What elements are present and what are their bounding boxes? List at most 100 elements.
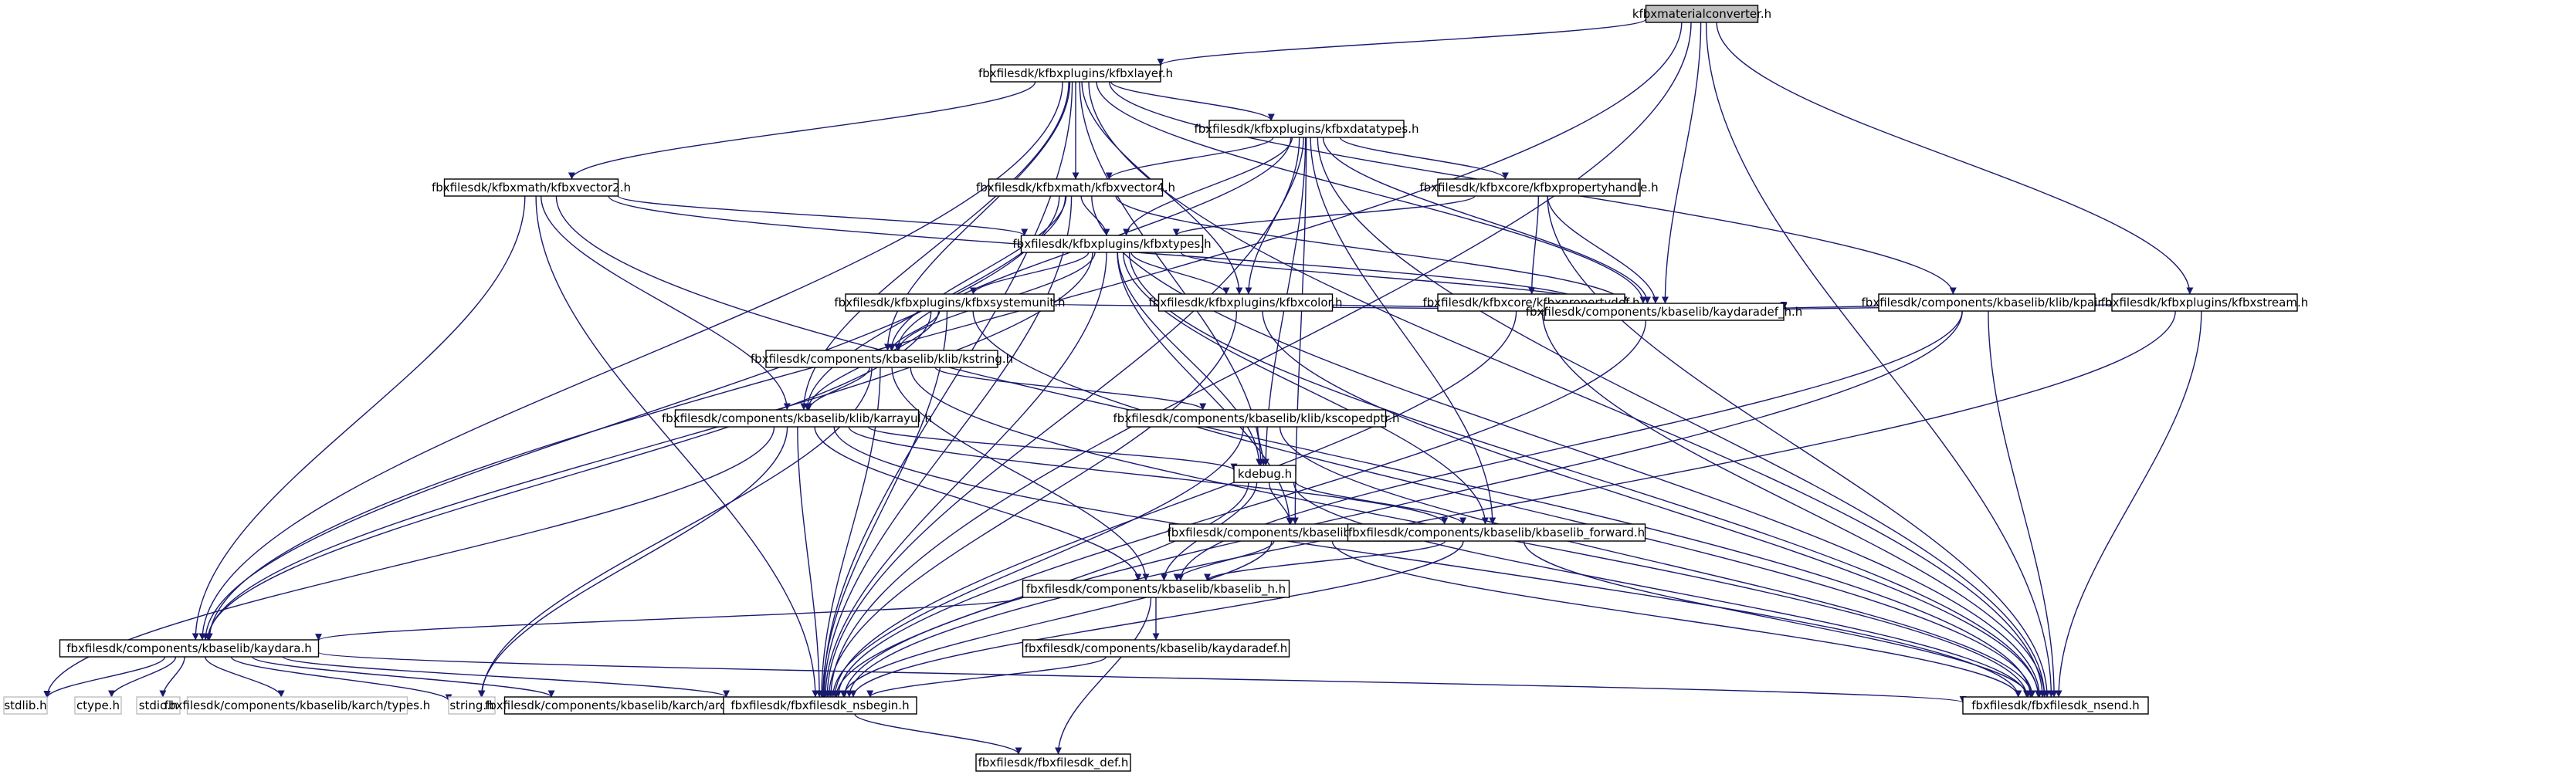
node-box [1878,293,2096,312]
edge-kfbxpropertydef-to-nsend [1541,310,2049,698]
edge-kstring-to-kbaselib_h [891,367,1150,581]
edge-nsbegin-to-def [854,713,1022,755]
edge-kfbxlayer-to-nsend [1088,81,2046,698]
edge-kfbxdatatypes-to-kfbxtypes [1123,137,1293,236]
edge-kpair-to-nsend [1988,310,2058,698]
node-root[interactable]: kfbxmaterialconverter.h [1632,5,1771,23]
node-label: fbxfilesdk/components/kbaselib/kbaselib_… [1348,526,1645,540]
node-kbaselib_forward[interactable]: fbxfilesdk/components/kbaselib/kbaselib_… [1347,523,1646,542]
node-label: fbxfilesdk/kfbxmath/kfbxvector2.h [432,181,631,194]
node-label: fbxfilesdk/components/kbaselib/klib/kstr… [751,352,1013,366]
edge-kfbxtypes-to-nsend [1128,252,2042,698]
edge-karrayul-to-kbaselib_forward [848,426,1449,525]
node-label: fbxfilesdk/fbxfilesdk_nsbegin.h [730,699,909,713]
node-label: fbxfilesdk/kfbxplugins/kfbxtypes.h [1012,237,1211,251]
edge-kfbxtypes-to-kaydara [205,252,1093,641]
node-kfbxvector2[interactable]: fbxfilesdk/kfbxmath/kfbxvector2.h [432,178,631,197]
node-label: fbxfilesdk/kfbxplugins/kfbxlayer.h [978,66,1173,80]
edge-kfbxdatatypes-to-ktime [1291,137,1307,525]
node-label: fbxfilesdk/components/kbaselib/kaydarade… [1526,305,1803,320]
edge-kfbxpropertyhandle-to-nsend [1547,195,2051,698]
edge-kfbxsystemunit-to-nsend [972,310,2036,698]
node-label: fbxfilesdk/components/kbaselib/klib/ksco… [1113,411,1400,425]
edge-kstring-to-karrayul [805,367,870,411]
edge-kfbxpropertyhandle-to-kfbxtypes [1172,195,1476,236]
edge-kpair-to-nsbegin [841,310,1963,698]
edge-kaydara-to-nsbegin [282,656,730,698]
edge-kaydara-to-ctype [108,656,177,698]
node-kaydaradef_h[interactable]: fbxfilesdk/components/kbaselib/kaydarade… [1526,303,1803,321]
node-kfbxsystemunit[interactable]: fbxfilesdk/kfbxplugins/kfbxsystemunit.h [834,293,1066,312]
node-def[interactable]: fbxfilesdk/fbxfilesdk_def.h [975,753,1131,772]
edge-kbaselib_h-to-kaydara [315,596,1024,641]
edge-kfbxstream-to-nsend [2055,310,2202,698]
edge-ktime-to-nsbegin [839,540,1273,698]
edge-kfbxdatatypes-to-nsend [1317,137,2049,698]
edge-kaydara-to-arch [252,656,555,698]
node-box [136,696,181,715]
node-kbaselib_h[interactable]: fbxfilesdk/components/kbaselib/kbaselib_… [1022,580,1290,598]
edge-root-to-kaydaradef_h [1661,22,1702,304]
edge-kdebug-to-ktime [1268,482,1294,525]
node-nsend[interactable]: fbxfilesdk/fbxfilesdk_nsend.h [1962,696,2149,715]
node-box [59,639,320,658]
edge-kfbxvector4-to-nsbegin [820,195,1073,698]
node-box [1126,409,1387,428]
edge-kaydaradef-to-nsbegin [866,656,1107,698]
node-box [1962,696,2149,715]
node-label: fbxfilesdk/fbxfilesdk_def.h [978,756,1129,770]
node-kaydaradef[interactable]: fbxfilesdk/components/kbaselib/kaydarade… [1022,639,1290,658]
node-box [1158,293,1334,312]
node-label: fbxfilesdk/components/kbaselib/kbaselib_… [1026,582,1286,597]
edge-kfbxlayer-to-kaydaradef_h [1096,81,1647,304]
node-karrayul[interactable]: fbxfilesdk/components/kbaselib/klib/karr… [662,409,932,428]
node-box [765,350,998,368]
node-kstring[interactable]: fbxfilesdk/components/kbaselib/klib/kstr… [751,350,1013,368]
edge-kfbxlayer-to-kstring [884,81,1071,351]
edge-kstring-to-kscopedptr [934,367,1207,411]
node-box [443,178,619,197]
node-stdio: stdio.h [136,696,181,715]
edge-kfbxdatatypes-to-kfbxpropertyhandle [1339,137,1509,180]
node-box [1020,235,1204,253]
node-kdebug[interactable]: kdebug.h [1233,465,1296,483]
node-kscopedptr[interactable]: fbxfilesdk/components/kbaselib/klib/ksco… [1113,409,1400,428]
node-kfbxvector4[interactable]: fbxfilesdk/kfbxmath/kfbxvector4.h [976,178,1175,197]
node-ctype: ctype.h [74,696,122,715]
node-kfbxstream[interactable]: fbxfilesdk/kfbxplugins/kfbxstream.h [2101,293,2308,312]
edge-kfbxvector4-to-kaydara [202,195,1060,641]
node-kfbxcolor[interactable]: fbxfilesdk/kfbxplugins/kfbxcolor.h [1148,293,1343,312]
edge-kfbxtypes-to-nsbegin [822,252,1107,698]
node-label: fbxfilesdk/kfbxplugins/kfbxdatatypes.h [1195,122,1419,136]
node-label: fbxfilesdk/components/kbaselib/karch/arc… [485,699,744,712]
edge-kfbxsystemunit-to-nsbegin [819,310,948,698]
edge-root-to-nsend [1705,22,2055,698]
node-arch[interactable]: fbxfilesdk/components/kbaselib/karch/arc… [485,696,744,715]
edge-kaydaradef_h-to-nsbegin [835,320,1647,698]
edge-kbaselib_forward-to-nsend [1523,540,2032,698]
node-label: fbxfilesdk/components/kbaselib/karch/typ… [164,699,431,712]
node-kfbxlayer[interactable]: fbxfilesdk/kfbxplugins/kfbxlayer.h [978,64,1173,83]
node-kaydara[interactable]: fbxfilesdk/components/kbaselib/kaydara.h [59,639,320,658]
edge-kfbxdatatypes-to-kbaselib_forward [1310,137,1496,525]
node-kpair[interactable]: fbxfilesdk/components/kbaselib/klib/kpai… [1862,293,2113,312]
node-box [1233,465,1296,483]
edge-karrayul-to-nsbegin [797,426,823,698]
node-box [988,178,1164,197]
edge-kaydara-to-stdio [159,656,185,698]
node-box [2111,293,2298,312]
node-nsbegin[interactable]: fbxfilesdk/fbxfilesdk_nsbegin.h [723,696,917,715]
node-label: ctype.h [76,699,120,712]
node-kfbxdatatypes[interactable]: fbxfilesdk/kfbxplugins/kfbxdatatypes.h [1195,120,1419,138]
node-types: fbxfilesdk/components/kbaselib/karch/typ… [164,696,431,715]
node-kfbxtypes[interactable]: fbxfilesdk/kfbxplugins/kfbxtypes.h [1012,235,1212,253]
edge-kaydara-to-nsend [317,651,1966,703]
node-box [74,696,122,715]
edge-kfbxlayer-to-kfbxvector2 [568,81,1036,180]
node-box [3,696,48,715]
edge-karrayul-to-kdebug [867,426,1238,471]
edge-kfbxvector4-to-kaydaradef_h [1115,195,1628,304]
node-kfbxpropertyhandle[interactable]: fbxfilesdk/kfbxcore/kfbxpropertyhandle.h [1419,178,1659,197]
node-box [990,64,1161,83]
node-box [1645,5,1759,23]
